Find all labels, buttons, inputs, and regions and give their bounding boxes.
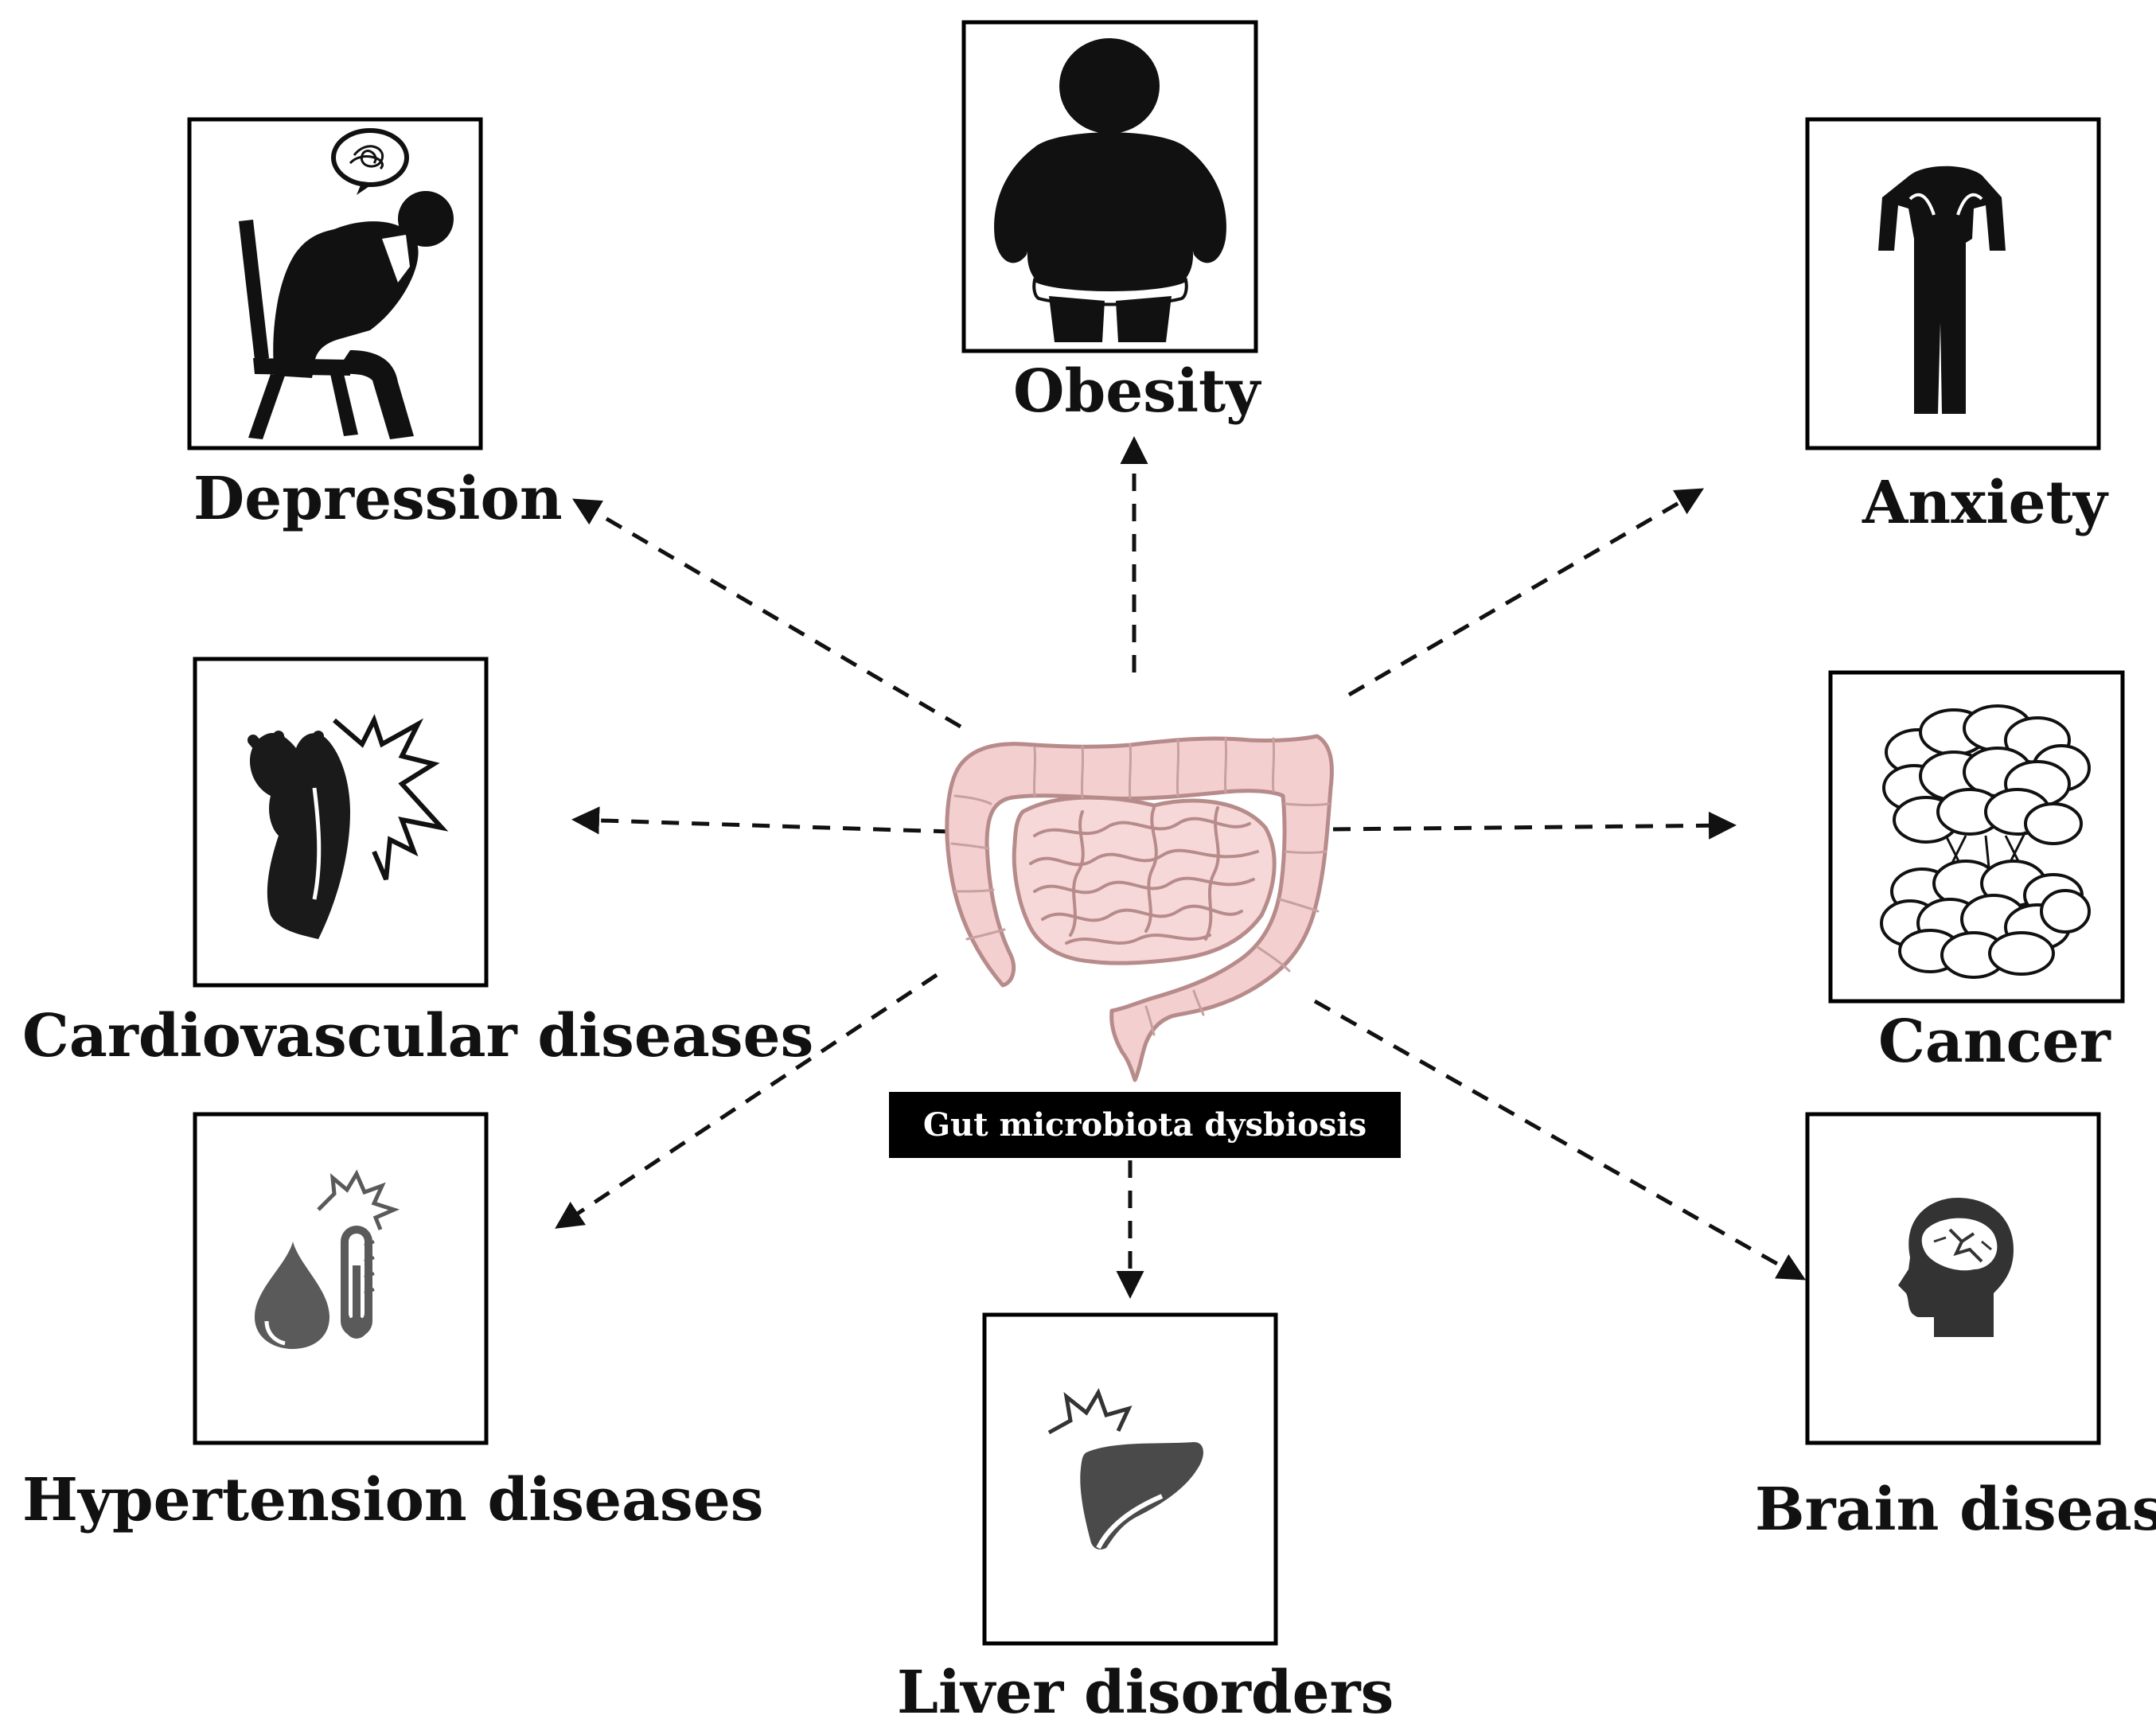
condition-label-brain: Brain diseases [1755, 1476, 2156, 1544]
cardiovascular-box [193, 657, 489, 988]
arrow-to-brain [1313, 999, 1807, 1281]
brain-head-icon [1898, 1198, 2014, 1337]
obesity-box [961, 20, 1258, 353]
obese-person-icon [994, 38, 1226, 342]
arrow-to-hypertension [555, 973, 938, 1229]
arrow-to-cardiovascular [571, 806, 952, 835]
arrow-to-cancer [1332, 811, 1737, 840]
cancer-box [1828, 670, 2125, 1004]
liver-box [982, 1312, 1278, 1646]
condition-label-hypertension: Hypertension diseases [22, 1466, 764, 1534]
condition-label-liver: Liver disorders [897, 1659, 1394, 1727]
intestine-illustration [945, 734, 1334, 1082]
tumor-cells-icon [1880, 704, 2091, 979]
blood-thermometer-icon [255, 1169, 400, 1349]
arrow-to-anxiety [1347, 488, 1705, 697]
depression-box [187, 117, 483, 450]
hypertension-box [193, 1112, 489, 1445]
condition-label-depression: Depression [193, 465, 563, 533]
brain-box [1805, 1112, 2101, 1445]
condition-label-obesity: Obesity [1013, 357, 1261, 426]
liver-icon [1047, 1388, 1203, 1550]
depressed-person-on-chair-icon [239, 128, 454, 439]
heart-attack-icon [248, 714, 449, 939]
anxiety-box [1805, 117, 2101, 450]
condition-label-cancer: Cancer [1878, 1008, 2111, 1076]
arrow-to-depression [571, 498, 962, 729]
center-label: Gut microbiota dysbiosis [889, 1092, 1401, 1158]
condition-label-anxiety: Anxiety [1862, 469, 2107, 537]
condition-label-cardiovascular: Cardiovascular diseases [22, 1002, 814, 1070]
anxious-person-icon [1878, 166, 2006, 414]
